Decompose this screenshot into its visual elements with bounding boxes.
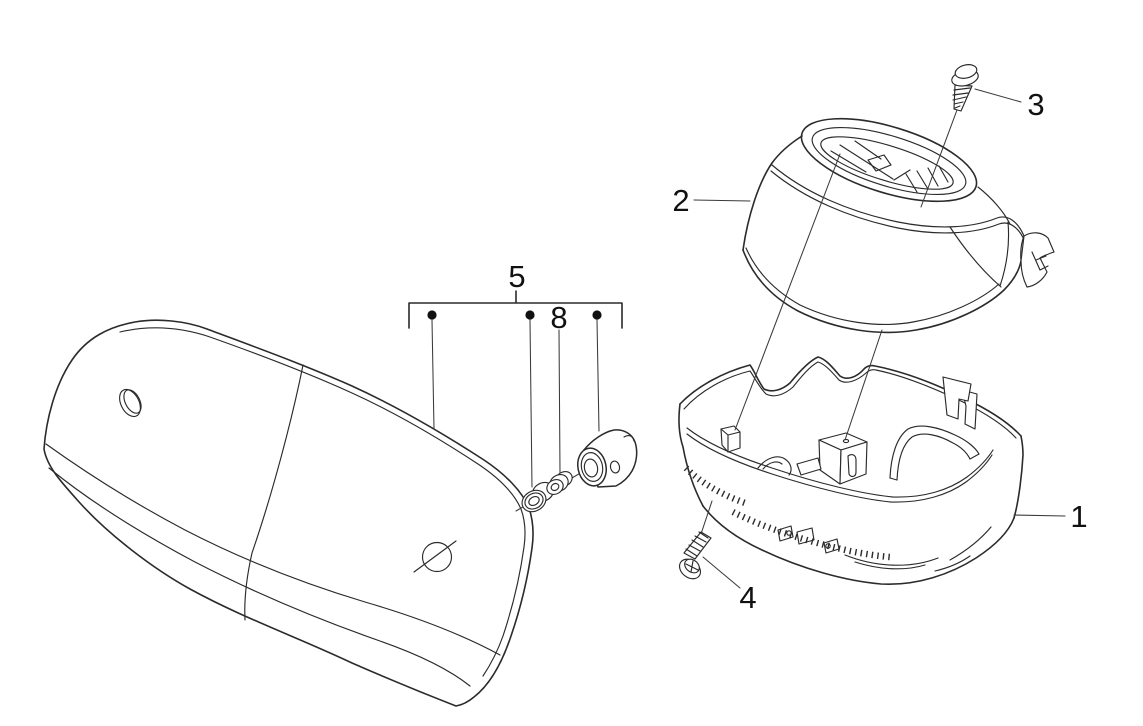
bracket-dot-3: [592, 310, 602, 320]
right-clip-tab: [942, 376, 978, 430]
top-cover-left-edge: [742, 135, 803, 251]
bottom-cover-left-edge: [678, 403, 704, 507]
screw-3: [951, 64, 979, 112]
screw-4-shank: [683, 531, 712, 560]
bracket-dot-1: [427, 310, 437, 320]
top-cover-hook-tab: [1020, 232, 1055, 288]
windshield-hole-lower: [413, 540, 457, 573]
screw-3-threads: [952, 87, 971, 109]
windshield-panel: [43, 319, 534, 707]
callout-bracket-5: [408, 290, 623, 488]
windshield-outline: [43, 319, 534, 707]
alignment-line-left: [734, 153, 841, 431]
leader-line-dot3: [596, 319, 600, 432]
bracket-line: [408, 290, 623, 329]
screw-axis-line-lower: [844, 329, 883, 441]
boss-side-step: [796, 457, 822, 476]
screw-4-axis-line: [700, 500, 713, 535]
callout-label-3: 3: [1027, 87, 1044, 122]
grip-hatching-left: [683, 465, 747, 507]
windshield-lower-crease-2: [48, 467, 471, 687]
leader-line-4: [702, 556, 741, 589]
top-cover-opening-recess: [820, 136, 954, 190]
instrument-recess-lines: [830, 140, 949, 193]
windshield-center-crease: [244, 364, 304, 621]
screw-4: [678, 500, 713, 580]
top-cover-band-lower: [770, 170, 1026, 243]
leader-line-1: [1013, 514, 1066, 517]
spacer-washer: [546, 471, 573, 495]
inner-right-arc: [889, 425, 980, 481]
callout-label-4: 4: [739, 580, 756, 615]
windshield-rim-inner-line: [119, 327, 526, 677]
screw-axis-line-upper: [920, 109, 958, 208]
windshield-lower-crease-1: [45, 443, 501, 656]
top-cover-band-upper: [771, 164, 1025, 237]
top-cover-right-facet: [949, 186, 1011, 288]
bottom-handlebar-cover: [678, 356, 1024, 586]
bottom-vents: [777, 525, 992, 572]
windshield-hole-upper: [119, 388, 142, 418]
left-mount-post: [720, 425, 741, 453]
grip-hatching-bottom: [731, 509, 891, 561]
leader-line-3: [974, 88, 1022, 103]
front-wall-band-upper: [686, 427, 994, 498]
front-wall-band-lower: [686, 433, 993, 503]
boss-screw-hole: [842, 438, 850, 444]
callout-label-5: 5: [508, 259, 525, 294]
callout-label-2: 2: [672, 183, 689, 218]
cable-guide-curve: [757, 456, 792, 476]
bottom-cover-rim-inner: [683, 361, 1017, 439]
top-cover-skirt-edge: [742, 249, 1022, 334]
cylinder-bushing: [576, 429, 638, 488]
bracket-dot-2: [525, 310, 535, 320]
bottom-cover-rim-outer: [679, 356, 1022, 437]
bottom-cover-bottom-edge: [702, 505, 1015, 586]
callout-label-8: 8: [550, 300, 567, 335]
screw-4-threads: [685, 531, 709, 557]
top-handlebar-cover: [742, 117, 1055, 334]
top-cover-opening-inner: [811, 126, 967, 196]
leader-line-dot2: [529, 319, 533, 488]
top-cover-opening-outer: [800, 117, 978, 203]
leader-line-dot1: [431, 319, 435, 430]
callout-label-1: 1: [1070, 499, 1087, 534]
center-screw-boss: [818, 432, 868, 485]
cylinder-side-hole: [609, 460, 621, 474]
leader-line-8: [558, 329, 561, 474]
leader-line-2: [693, 199, 751, 202]
bottom-cover-right-edge: [1013, 435, 1024, 519]
